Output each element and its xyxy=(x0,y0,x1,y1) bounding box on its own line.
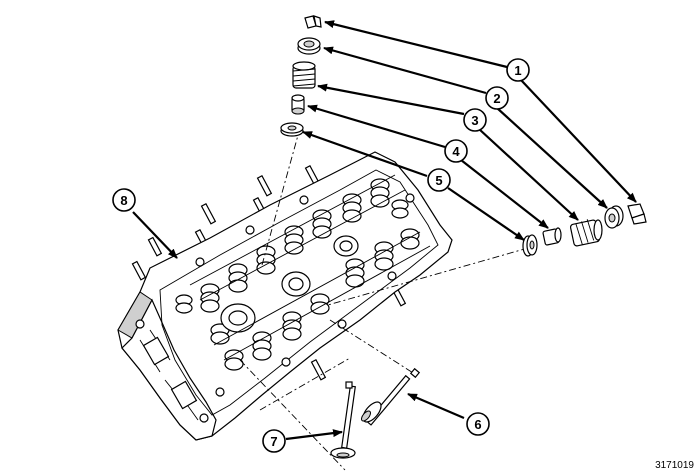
callout-2: 2 xyxy=(485,86,509,110)
callout-4-label: 4 xyxy=(452,144,460,159)
upper-parts-stack xyxy=(280,15,322,137)
spring-seat-right xyxy=(522,234,538,257)
valve-stem-seal-right xyxy=(542,227,562,246)
callout-8-label: 8 xyxy=(120,193,127,208)
callout-5-label: 5 xyxy=(435,173,442,188)
upper-valve-axis xyxy=(261,127,301,266)
callout-6: 6 xyxy=(466,412,490,436)
callout-1: 1 xyxy=(506,58,530,82)
spring-seat xyxy=(280,122,304,137)
valve-retainer-right xyxy=(604,205,624,229)
valve-spring xyxy=(292,61,316,89)
lower-valve-axis-a xyxy=(239,357,351,471)
exhaust-valve xyxy=(361,367,421,426)
callout-7-label: 7 xyxy=(270,434,277,449)
callout-5: 5 xyxy=(427,168,451,192)
callout-8: 8 xyxy=(112,188,136,212)
cylinder-head xyxy=(117,151,453,441)
leader-lines xyxy=(132,20,637,441)
callout-3: 3 xyxy=(463,108,487,132)
figure-id: 3171019 xyxy=(655,460,694,471)
callout-3-label: 3 xyxy=(471,113,478,128)
valve-keepers-right xyxy=(627,203,647,225)
valve-keepers xyxy=(304,15,322,29)
side-valve-axis xyxy=(327,247,529,306)
right-parts-stack xyxy=(522,203,647,257)
valve-stem-seal xyxy=(291,94,305,115)
valve-spring-right xyxy=(569,219,603,247)
valve-retainer xyxy=(297,37,321,55)
callout-1-label: 1 xyxy=(514,63,521,78)
lower-valve-axis-b xyxy=(329,319,419,377)
callout-2-label: 2 xyxy=(493,91,500,106)
intake-valve xyxy=(330,381,356,459)
head-valvetrain xyxy=(175,174,431,397)
callout-4: 4 xyxy=(444,139,468,163)
callout-7: 7 xyxy=(262,429,286,453)
callout-6-label: 6 xyxy=(474,417,481,432)
